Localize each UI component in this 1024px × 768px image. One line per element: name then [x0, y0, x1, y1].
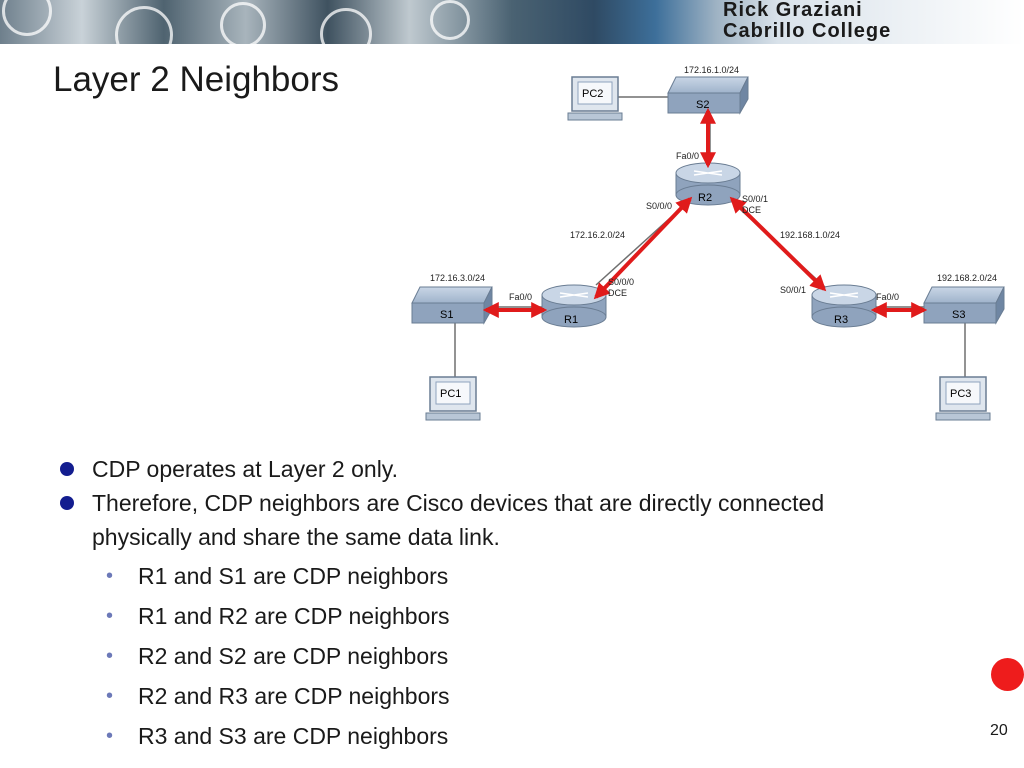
- if-r3-s1: S0/0/1: [780, 285, 806, 295]
- sub-bullet-dot-icon: •: [106, 645, 114, 667]
- sub-bullet-item: • R1 and S1 are CDP neighbors: [92, 556, 872, 596]
- sub-bullet-dot-icon: •: [106, 725, 114, 747]
- banner-disc-2: [115, 6, 173, 44]
- net-lan-s3: 192.168.2.0/24: [937, 273, 997, 283]
- author-name: Rick Graziani: [723, 0, 863, 21]
- if-r2-s0: S0/0/0: [646, 201, 672, 211]
- bullet-dot-icon: [60, 462, 74, 476]
- if-r2-s1: S0/0/1: [742, 194, 768, 204]
- sub-bullet-text: R3 and S3 are CDP neighbors: [138, 723, 449, 749]
- sub-bullet-dot-icon: •: [106, 685, 114, 707]
- page-number: 20: [990, 722, 1008, 739]
- header-banner: Rick Graziani Cabrillo College: [0, 0, 1024, 44]
- bullet-text: Therefore, CDP neighbors are Cisco devic…: [92, 490, 825, 550]
- s3-label: S3: [952, 309, 965, 321]
- if-r1-s0: S0/0/0: [608, 277, 634, 287]
- bullet-item: Therefore, CDP neighbors are Cisco devic…: [60, 486, 872, 756]
- sub-bullet-text: R2 and S2 are CDP neighbors: [138, 643, 449, 669]
- r3-label: R3: [834, 314, 848, 326]
- r1-label: R1: [564, 314, 578, 326]
- banner-disc-4: [320, 8, 372, 44]
- bullet-list: CDP operates at Layer 2 only. Therefore,…: [60, 452, 872, 756]
- router-r1-icon: R1: [541, 284, 607, 328]
- bullet-text: CDP operates at Layer 2 only.: [92, 456, 398, 482]
- sub-bullet-item: • R2 and S2 are CDP neighbors: [92, 636, 872, 676]
- pc2-label: PC2: [582, 88, 603, 100]
- college-name: Cabrillo College: [723, 20, 892, 42]
- if-r3-fa: Fa0/0: [876, 292, 899, 302]
- cdp-neighbor-arrows: [482, 107, 928, 318]
- switch-s1-icon: S1: [411, 286, 493, 325]
- pc1-icon: PC1: [425, 376, 481, 421]
- sub-bullet-item: • R3 and S3 are CDP neighbors: [92, 716, 872, 756]
- pc3-icon: PC3: [935, 376, 991, 421]
- sub-bullet-item: • R2 and R3 are CDP neighbors: [92, 676, 872, 716]
- net-lan-s1: 172.16.3.0/24: [430, 273, 485, 283]
- network-topology-diagram: PC2 PC1 PC3 S2 S1 S3 R2: [411, 65, 1005, 421]
- if-r2-fa: Fa0/0: [676, 151, 699, 161]
- r2-label: R2: [698, 192, 712, 204]
- sub-bullet-item: • R1 and R2 are CDP neighbors: [92, 596, 872, 636]
- pc2-icon: PC2: [567, 76, 623, 121]
- banner-disc-5: [430, 0, 470, 40]
- s2-label: S2: [696, 99, 709, 111]
- router-r3-icon: R3: [811, 284, 877, 328]
- bullet-dot-icon: [60, 496, 74, 510]
- pc1-label: PC1: [440, 388, 461, 400]
- s1-label: S1: [440, 309, 453, 321]
- if-r2-dce: DCE: [742, 205, 761, 215]
- sub-bullet-text: R1 and R2 are CDP neighbors: [138, 603, 450, 629]
- red-record-dot-icon: [991, 658, 1024, 691]
- sub-bullet-list: • R1 and S1 are CDP neighbors • R1 and R2 …: [92, 556, 872, 756]
- banner-disc-3: [220, 2, 266, 44]
- net-wan-r2-r3: 192.168.1.0/24: [780, 230, 840, 240]
- arrow-r2-r1: [593, 196, 693, 300]
- arrow-r2-r3: [729, 196, 827, 292]
- if-r1-dce: DCE: [608, 288, 627, 298]
- net-wan-r1-r2: 172.16.2.0/24: [570, 230, 625, 240]
- sub-bullet-text: R2 and R3 are CDP neighbors: [138, 683, 450, 709]
- bullet-item: CDP operates at Layer 2 only.: [60, 452, 872, 486]
- router-r2-icon: R2: [675, 162, 741, 206]
- banner-disc-1: [2, 0, 52, 36]
- slide-title: Layer 2 Neighbors: [53, 60, 339, 99]
- sub-bullet-dot-icon: •: [106, 565, 114, 587]
- switch-s2-icon: S2: [667, 76, 749, 115]
- pc3-label: PC3: [950, 388, 971, 400]
- switch-s3-icon: S3: [923, 286, 1005, 325]
- if-r1-fa: Fa0/0: [509, 292, 532, 302]
- net-lan-s2: 172.16.1.0/24: [684, 65, 739, 75]
- sub-bullet-dot-icon: •: [106, 605, 114, 627]
- sub-bullet-text: R1 and S1 are CDP neighbors: [138, 563, 449, 589]
